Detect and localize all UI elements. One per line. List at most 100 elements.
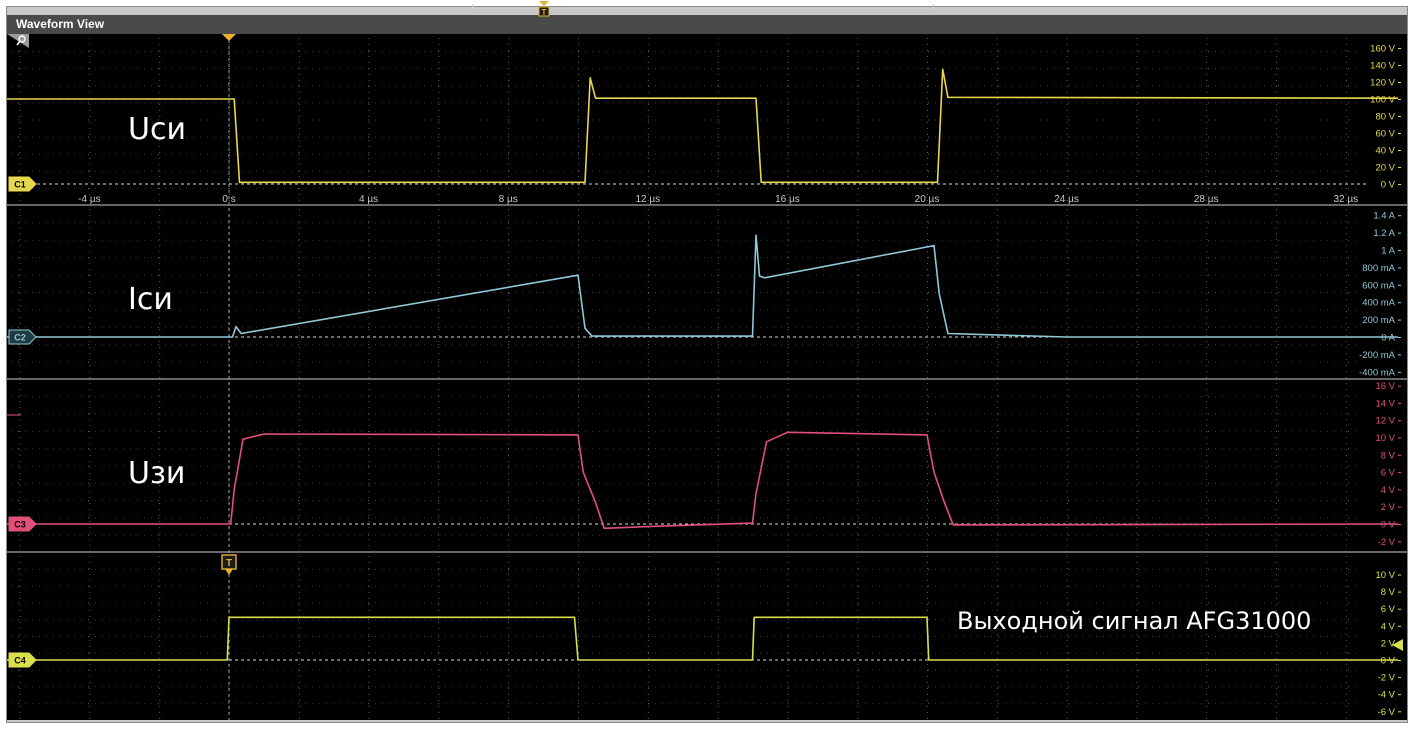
waveform-c1 [7,68,1399,184]
annotation-afg-output-signal: Выходной сигнал AFG31000 [957,607,1312,635]
scale-tick-c3 [1398,385,1401,387]
scale-tick-c2 [1398,354,1401,356]
channel-badge-c1[interactable] [8,176,37,192]
scale-label-c4: 2 V [1381,638,1396,649]
scale-label-c1: 100 V [1370,95,1395,106]
channel-badge-label-c1: C1 [14,180,26,190]
trigger-level-label: T [226,558,232,569]
scale-label-c4: 10 V [1375,570,1395,581]
time-tick-label: 28 µs [1194,194,1219,205]
time-tick-label: 32 µs [1333,194,1358,205]
scale-label-c3: 12 V [1375,416,1395,427]
scale-label-c3: 4 V [1381,485,1396,496]
channel-badge-c3[interactable] [8,516,37,532]
scale-label-c2: 800 mA [1362,263,1395,274]
scale-tick-c2 [1398,284,1401,286]
scale-tick-c1 [1398,82,1401,83]
scale-tick-c3 [1398,506,1401,508]
time-tick-label: 12 µs [635,194,660,205]
scale-tick-c4 [1398,711,1401,713]
scale-label-c2: 1 A [1381,246,1395,257]
grid-c3 [11,383,1356,552]
time-tick-label: 20 µs [915,194,940,205]
scale-label-c1: 60 V [1375,129,1395,140]
scale-tick-c3 [1398,454,1401,456]
scale-tick-c4 [1398,694,1401,696]
scale-label-c4: -2 V [1378,673,1396,684]
scale-tick-c4 [1398,660,1401,661]
scale-tick-c2 [1398,267,1401,269]
time-tick-label: -4 µs [78,194,100,205]
scale-label-c2: -400 mA [1359,367,1396,378]
scale-label-c4: 0 V [1381,656,1396,667]
scale-label-c1: 20 V [1375,163,1395,174]
scale-tick-c4 [1398,574,1401,576]
grid-c4 [11,556,1356,719]
trigger-position-arrow [539,1,549,6]
channel-badge-label-c2: C2 [14,333,26,343]
scale-label-c2: 0 A [1381,333,1395,344]
scale-label-c4: -4 V [1378,690,1396,701]
scale-label-c2: 400 mA [1362,298,1395,309]
scale-label-c2: 200 mA [1362,315,1395,326]
annotation-drain-source-current: Iси [128,282,173,317]
scale-tick-c1 [1398,99,1401,100]
trigger-position-marker[interactable]: T [538,1,550,17]
scale-label-c2: -200 mA [1359,350,1396,361]
scale-tick-c2 [1398,371,1401,373]
time-tick-label: 8 µs [499,194,518,205]
annotation-gate-source-voltage: Uзи [128,456,186,491]
scale-tick-c1 [1398,184,1401,185]
trigger-position-box [538,6,550,17]
scale-tick-c4 [1398,677,1401,679]
scale-tick-c1 [1398,48,1401,49]
trigger-level-arrow [225,569,233,575]
channel-badge-c2[interactable] [8,329,37,345]
trigger-level-indicator[interactable] [1392,639,1403,651]
scale-tick-c4 [1398,625,1401,627]
scale-label-c3: 14 V [1375,398,1395,409]
scale-tick-c3 [1398,402,1401,404]
scale-label-c3: 2 V [1381,502,1396,513]
timebase-overview-line [473,8,933,9]
scale-tick-c3 [1398,541,1401,543]
scale-tick-c3 [1398,437,1401,439]
scale-label-c1: 40 V [1375,146,1395,157]
time-tick-label: 4 µs [359,194,378,205]
scale-label-c3: 6 V [1381,468,1396,479]
scale-tick-c3 [1398,524,1401,525]
scale-tick-c3 [1398,472,1401,474]
scale-tick-c1 [1398,116,1401,117]
scale-label-c3: 16 V [1375,381,1395,392]
waveform-c2 [7,234,1399,338]
scale-tick-c4 [1398,591,1401,593]
scale-label-c4: -6 V [1378,707,1396,718]
scale-tick-c1 [1398,150,1401,151]
grid-c2 [11,209,1356,378]
scale-tick-c1 [1398,167,1401,168]
scale-tick-c2 [1398,302,1401,304]
time-tick-label: 16 µs [775,194,800,205]
trigger-position-label: T [542,8,547,17]
scale-label-c3: 0 V [1381,520,1396,531]
zoom-icon[interactable] [7,34,29,48]
scale-label-c1: 80 V [1375,112,1395,123]
trigger-time-marker[interactable] [222,34,236,41]
scale-tick-c3 [1398,420,1401,422]
scale-tick-c2 [1398,215,1401,217]
scale-label-c1: 0 V [1381,180,1396,191]
title-bar: Waveform View [7,15,1407,34]
scale-tick-c2 [1398,337,1401,338]
annotation-drain-source-voltage: Uси [128,112,186,147]
timebase-overview-bar[interactable] [472,4,934,13]
window-title: Waveform View [16,17,105,31]
scale-label-c4: 8 V [1381,587,1396,598]
scale-label-c4: 6 V [1381,604,1396,615]
channel-badge-c4[interactable] [8,652,37,668]
scale-label-c4: 4 V [1381,621,1396,632]
scale-label-c3: -2 V [1378,537,1396,548]
scale-label-c3: 8 V [1381,450,1396,461]
scale-tick-c2 [1398,250,1401,251]
